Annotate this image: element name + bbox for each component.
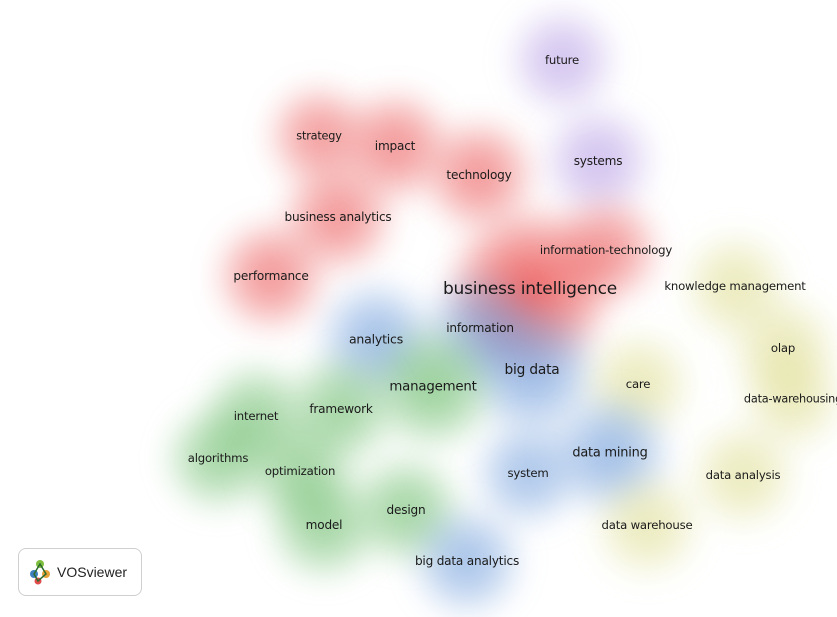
- term-algorithms[interactable]: algorithms: [187, 451, 249, 465]
- density-blob-data-warehouse: [593, 471, 701, 579]
- term-business-analytics[interactable]: business analytics: [284, 210, 392, 224]
- term-model[interactable]: model: [305, 518, 343, 532]
- term-management[interactable]: management: [389, 379, 477, 395]
- vosviewer-logo: VOSviewer: [18, 548, 142, 596]
- term-information-technology[interactable]: information-technology: [539, 243, 673, 257]
- term-system[interactable]: system: [507, 466, 549, 480]
- term-care[interactable]: care: [625, 377, 651, 391]
- term-systems[interactable]: systems: [573, 154, 623, 168]
- term-business-intelligence[interactable]: business intelligence: [442, 279, 618, 299]
- term-strategy[interactable]: strategy: [296, 129, 342, 143]
- term-performance[interactable]: performance: [233, 269, 309, 283]
- density-blob-data-analysis: [689, 421, 797, 529]
- density-blob-system: [474, 419, 582, 527]
- term-data-warehousing[interactable]: data-warehousing: [743, 392, 837, 406]
- term-optimization[interactable]: optimization: [264, 464, 336, 478]
- term-big-data[interactable]: big data: [504, 362, 560, 378]
- density-blob-model: [268, 469, 380, 581]
- term-design[interactable]: design: [386, 503, 426, 517]
- term-knowledge-management[interactable]: knowledge management: [664, 279, 806, 293]
- vosviewer-logo-icon: [30, 560, 50, 585]
- term-internet[interactable]: internet: [233, 409, 279, 423]
- term-impact[interactable]: impact: [374, 139, 416, 153]
- term-data-mining[interactable]: data mining: [572, 445, 648, 461]
- density-blob-performance: [215, 220, 327, 332]
- logo-text: VOSviewer: [57, 564, 128, 580]
- term-information[interactable]: information: [446, 321, 514, 335]
- term-data-analysis[interactable]: data analysis: [705, 468, 781, 482]
- term-data-warehouse[interactable]: data warehouse: [601, 518, 693, 532]
- term-framework[interactable]: framework: [309, 402, 373, 416]
- term-big-data-analytics[interactable]: big data analytics: [414, 554, 520, 568]
- term-technology[interactable]: technology: [446, 168, 512, 182]
- density-blob-future: [508, 6, 616, 114]
- term-future[interactable]: future: [544, 53, 580, 67]
- density-blob-big-data-analytics: [411, 505, 523, 617]
- term-olap[interactable]: olap: [770, 341, 796, 355]
- term-analytics[interactable]: analytics: [348, 331, 404, 347]
